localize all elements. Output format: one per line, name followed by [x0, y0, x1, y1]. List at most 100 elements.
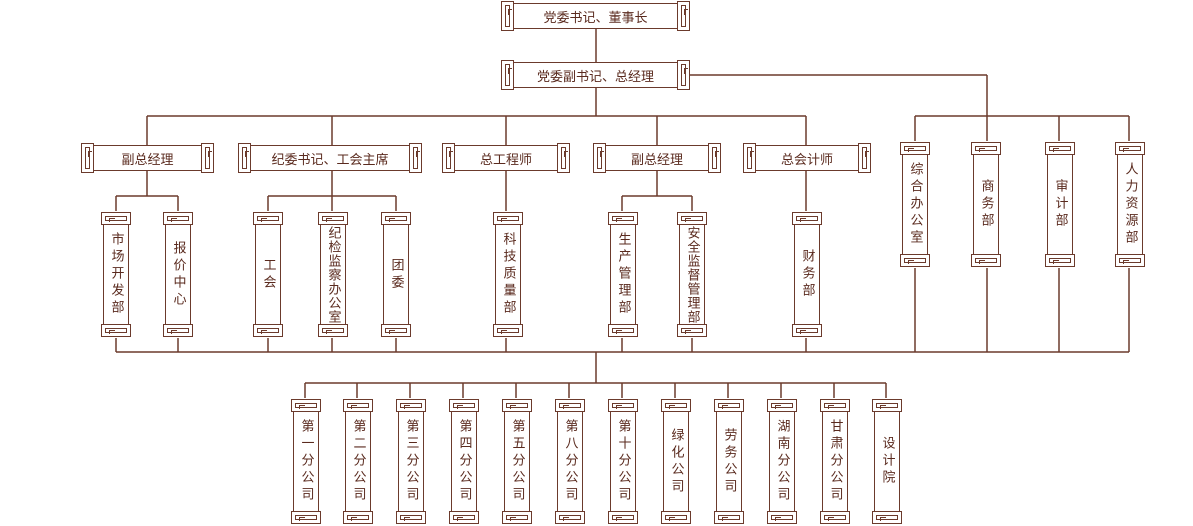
scroll-ornament-icon	[608, 324, 638, 337]
scroll-ornament-icon	[1115, 254, 1145, 267]
branch-1-box: 第一分公司	[291, 399, 321, 524]
design-institute-box: 设计院	[872, 399, 902, 524]
scroll-ornament-icon	[381, 212, 411, 225]
scroll-ornament-icon	[163, 324, 193, 337]
commerce-label: 商务部	[978, 179, 994, 230]
gansu-branch-label: 甘肃分公司	[827, 419, 843, 504]
scroll-ornament-icon	[449, 511, 479, 524]
discipline-office-box: 纪检监察办公室	[318, 212, 348, 337]
scroll-ornament-icon	[291, 399, 321, 412]
scroll-ornament-icon	[493, 324, 523, 337]
finance-label: 财务部	[799, 249, 815, 300]
branch-2-box: 第二分公司	[343, 399, 373, 524]
audit-label: 审计部	[1052, 179, 1068, 230]
tech-quality-label: 科技质量部	[500, 232, 516, 317]
vice-gm-1-box: 副总经理	[81, 143, 214, 173]
scroll-ornament-icon	[714, 399, 744, 412]
quotation-center-label: 报价中心	[170, 240, 186, 309]
gansu-branch-box: 甘肃分公司	[820, 399, 850, 524]
branch-3-box: 第三分公司	[396, 399, 426, 524]
scroll-ornament-icon	[291, 511, 321, 524]
scroll-ornament-icon	[661, 511, 691, 524]
branch-1-label: 第一分公司	[298, 419, 314, 504]
scroll-ornament-icon	[900, 142, 930, 155]
scroll-ornament-icon	[343, 511, 373, 524]
chief-engineer-label: 总工程师	[479, 152, 532, 168]
scroll-ornament-icon	[900, 254, 930, 267]
greening-company-label: 绿化公司	[668, 427, 684, 496]
quotation-center-box: 报价中心	[163, 212, 193, 337]
discipline-secretary-box: 纪委书记、工会主席	[238, 143, 422, 173]
safety-label: 安全监督管理部	[684, 225, 700, 324]
scroll-ornament-icon	[1045, 254, 1075, 267]
scroll-ornament-icon	[409, 143, 422, 173]
general-office-label: 综合办公室	[907, 162, 923, 247]
market-dev-box: 市场开发部	[101, 212, 131, 337]
youth-league-label: 团委	[388, 257, 404, 292]
scroll-ornament-icon	[555, 511, 585, 524]
scroll-ornament-icon	[608, 399, 638, 412]
scroll-ornament-icon	[971, 254, 1001, 267]
branch-5-box: 第五分公司	[502, 399, 532, 524]
scroll-ornament-icon	[608, 212, 638, 225]
branch-2-label: 第二分公司	[350, 419, 366, 504]
commerce-box: 商务部	[971, 142, 1001, 267]
hr-label: 人力资源部	[1122, 162, 1138, 247]
production-box: 生产管理部	[608, 212, 638, 337]
branch-3-label: 第三分公司	[403, 419, 419, 504]
scroll-ornament-icon	[820, 399, 850, 412]
scroll-ornament-icon	[971, 142, 1001, 155]
scroll-ornament-icon	[493, 212, 523, 225]
scroll-ornament-icon	[767, 511, 797, 524]
chief-accountant-box: 总会计师	[743, 143, 871, 173]
scroll-ornament-icon	[163, 212, 193, 225]
greening-company-box: 绿化公司	[661, 399, 691, 524]
vice-gm-2-label: 副总经理	[630, 152, 683, 168]
labor-company-box: 劳务公司	[714, 399, 744, 524]
scroll-ornament-icon	[1115, 142, 1145, 155]
scroll-ornament-icon	[253, 324, 283, 337]
branch-8-box: 第八分公司	[555, 399, 585, 524]
scroll-ornament-icon	[101, 324, 131, 337]
scroll-ornament-icon	[502, 511, 532, 524]
scroll-ornament-icon	[253, 212, 283, 225]
safety-box: 安全监督管理部	[677, 212, 707, 337]
vice-gm-2-box: 副总经理	[593, 143, 721, 173]
scroll-ornament-icon	[1045, 142, 1075, 155]
scroll-ornament-icon	[81, 143, 94, 173]
scroll-ornament-icon	[442, 143, 455, 173]
scroll-ornament-icon	[318, 212, 348, 225]
general-manager-label: 党委副书记、总经理	[536, 69, 654, 85]
scroll-ornament-icon	[767, 399, 797, 412]
general-office-box: 综合办公室	[900, 142, 930, 267]
scroll-ornament-icon	[608, 511, 638, 524]
union-box: 工会	[253, 212, 283, 337]
discipline-secretary-label: 纪委书记、工会主席	[271, 152, 389, 168]
scroll-ornament-icon	[792, 212, 822, 225]
branch-5-label: 第五分公司	[509, 419, 525, 504]
scroll-ornament-icon	[238, 143, 251, 173]
chief-engineer-box: 总工程师	[442, 143, 570, 173]
scroll-ornament-icon	[101, 212, 131, 225]
general-manager-box: 党委副书记、总经理	[501, 60, 690, 90]
chairman-label: 党委书记、董事长	[543, 10, 648, 26]
scroll-ornament-icon	[792, 324, 822, 337]
scroll-ornament-icon	[677, 212, 707, 225]
scroll-ornament-icon	[593, 143, 606, 173]
scroll-ornament-icon	[677, 60, 690, 90]
scroll-ornament-icon	[820, 511, 850, 524]
scroll-ornament-icon	[872, 399, 902, 412]
branch-4-label: 第四分公司	[456, 419, 472, 504]
scroll-ornament-icon	[396, 511, 426, 524]
design-institute-label: 设计院	[879, 436, 895, 487]
scroll-ornament-icon	[714, 511, 744, 524]
finance-box: 财务部	[792, 212, 822, 337]
branch-4-box: 第四分公司	[449, 399, 479, 524]
labor-company-label: 劳务公司	[721, 427, 737, 496]
scroll-ornament-icon	[677, 1, 690, 31]
production-label: 生产管理部	[615, 232, 631, 317]
tech-quality-box: 科技质量部	[493, 212, 523, 337]
scroll-ornament-icon	[449, 399, 479, 412]
scroll-ornament-icon	[396, 399, 426, 412]
